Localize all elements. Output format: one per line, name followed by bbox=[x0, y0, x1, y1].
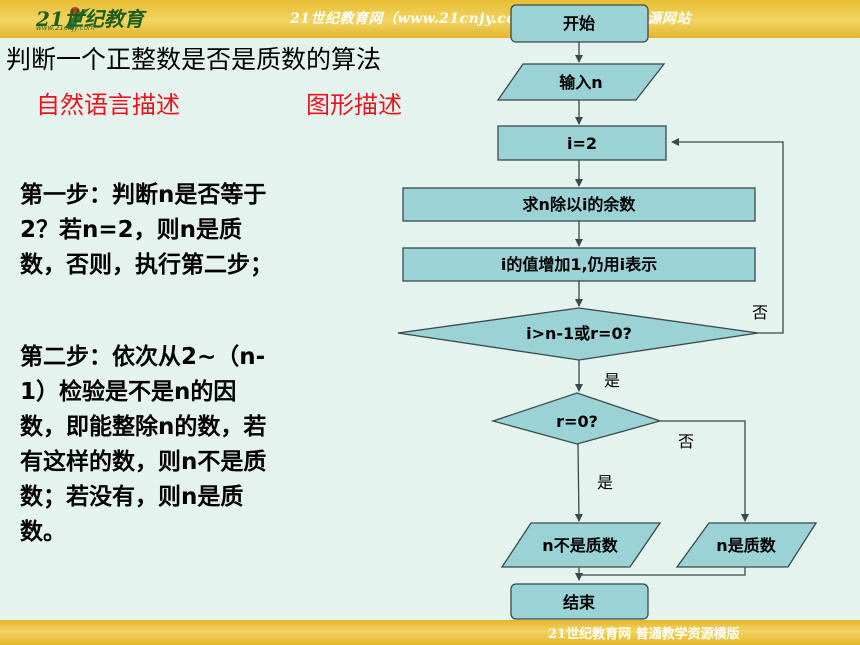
condition1-label: i>n-1或r=0? bbox=[526, 324, 632, 343]
condition1-no-label: 否 bbox=[752, 303, 768, 322]
condition1-node: i>n-1或r=0? bbox=[397, 307, 759, 361]
input-label: 输入n bbox=[559, 73, 602, 92]
step-two-text: 第二步：依次从2~（n-1）检验是不是n的因数，即能整除n的数，若有这样的数，则… bbox=[20, 344, 267, 545]
condition2-node: r=0? bbox=[490, 392, 663, 445]
graphic-description-label: 图形描述 bbox=[306, 91, 402, 119]
logo-text: 21世纪教育 bbox=[36, 7, 144, 31]
start-node: 开始 bbox=[510, 4, 649, 43]
edge-cond2-notprime bbox=[574, 443, 583, 522]
footer-text: 21世纪教育网 普通教学资源模版 bbox=[548, 627, 740, 642]
condition1-yes-label: 是 bbox=[604, 371, 620, 390]
increment-node: i的值增加1,仍用i表示 bbox=[402, 247, 756, 282]
init-node: i=2 bbox=[497, 125, 667, 161]
input-node: 输入n bbox=[496, 63, 666, 101]
condition2-no-label: 否 bbox=[678, 432, 694, 451]
remainder-label: 求n除以i的余数 bbox=[523, 195, 637, 214]
edge-prime-end bbox=[580, 567, 746, 576]
condition2-label: r=0? bbox=[556, 412, 598, 431]
logo-subtext: www.21cnjy.com bbox=[36, 24, 95, 32]
step-one-text: 第一步：判断n是否等于2？若n=2，则n是质数，否则，执行第二步； bbox=[20, 182, 273, 278]
logo-icon bbox=[65, 7, 91, 30]
end-label: 结束 bbox=[562, 593, 596, 612]
condition2-yes-label: 是 bbox=[597, 473, 613, 492]
start-label: 开始 bbox=[563, 14, 595, 33]
init-label: i=2 bbox=[567, 134, 597, 153]
not-prime-label: n不是质数 bbox=[542, 536, 618, 555]
remainder-node: 求n除以i的余数 bbox=[402, 187, 756, 222]
prime-label: n是质数 bbox=[716, 536, 776, 555]
edge-cond1-loop bbox=[671, 138, 784, 334]
slide-title: 判断一个正整数是否是质数的算法 bbox=[6, 45, 382, 74]
increment-label: i的值增加1,仍用i表示 bbox=[501, 255, 657, 274]
not-prime-node: n不是质数 bbox=[500, 522, 662, 568]
end-node: 结束 bbox=[510, 583, 649, 620]
edge-cond2-prime bbox=[660, 420, 749, 522]
footer-bar bbox=[0, 620, 860, 645]
natural-language-label: 自然语言描述 bbox=[36, 91, 180, 119]
flowchart-edges bbox=[574, 42, 784, 581]
prime-node: n是质数 bbox=[675, 522, 818, 568]
